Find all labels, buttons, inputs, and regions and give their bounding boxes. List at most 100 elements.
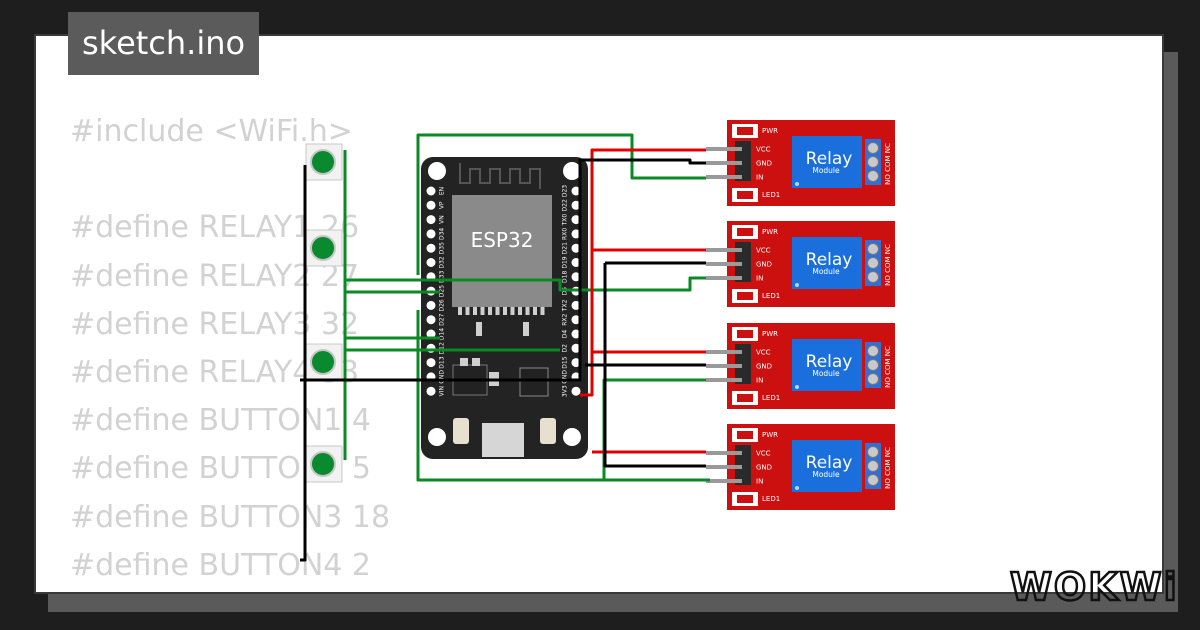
esp32-pin[interactable]: [426, 329, 436, 339]
esp32-pin-label: D21: [562, 242, 569, 254]
esp32-pin-label: GND: [439, 370, 446, 384]
pushbutton[interactable]: [305, 229, 343, 267]
esp32-pin[interactable]: [571, 343, 581, 353]
code-line: #define BUTTON1 4: [70, 403, 371, 439]
relay-pin-label: GND: [756, 160, 772, 168]
relay-body: [792, 237, 862, 289]
esp32-pin[interactable]: [426, 386, 436, 396]
esp32-pin-label: RX2: [562, 313, 569, 325]
terminal-screw[interactable]: [867, 271, 879, 283]
terminal-label: NC: [884, 447, 892, 459]
pushbutton[interactable]: [305, 343, 343, 381]
esp32-pin-label: TX0: [562, 214, 569, 227]
relay-pin[interactable]: [706, 451, 742, 455]
terminal-label: NO: [884, 478, 892, 489]
esp32-pin[interactable]: [426, 229, 436, 239]
esp32-pin[interactable]: [426, 258, 436, 267]
button-cap[interactable]: [310, 451, 336, 477]
terminal-screw[interactable]: [867, 243, 879, 255]
terminal-labels: NO COM NC: [884, 346, 892, 388]
relay-pin[interactable]: [706, 262, 742, 266]
esp32-pin[interactable]: [571, 329, 581, 339]
terminal-screw[interactable]: [867, 460, 879, 472]
relay-pin[interactable]: [706, 276, 742, 280]
pushbutton[interactable]: [305, 143, 343, 181]
usb-port: [482, 423, 524, 457]
en-button[interactable]: [453, 418, 469, 444]
relay-pin[interactable]: [706, 248, 742, 252]
relay-pin[interactable]: [706, 350, 742, 354]
pushbuttons: [305, 143, 343, 483]
terminal-screw[interactable]: [867, 359, 879, 371]
esp32-pin-label: RX0: [562, 228, 569, 240]
esp32-label: ESP32: [471, 228, 534, 252]
terminal-screw[interactable]: [867, 474, 879, 486]
esp32-pin[interactable]: [426, 300, 436, 310]
file-tab[interactable]: sketch.ino: [68, 12, 260, 75]
esp32-pin-label: D13: [439, 356, 446, 368]
esp32-pin-label: D33: [439, 270, 446, 282]
terminal-screw[interactable]: [867, 142, 879, 154]
relay-pin[interactable]: [706, 378, 742, 382]
esp32-pin-label: D4: [562, 330, 569, 339]
relay-subtitle: Module: [812, 369, 840, 378]
esp32-pin[interactable]: [571, 386, 581, 396]
relay-pin-label: GND: [756, 363, 772, 371]
esp32-pin[interactable]: [571, 243, 581, 253]
esp32-pin-label: VP: [439, 201, 446, 209]
esp32-pin[interactable]: [426, 358, 436, 368]
esp32-pin[interactable]: [571, 258, 581, 267]
esp32-pin[interactable]: [426, 215, 436, 225]
esp32-pin[interactable]: [426, 186, 436, 196]
relay-pin[interactable]: [706, 364, 742, 368]
esp32-pin[interactable]: [571, 215, 581, 225]
esp32-pin[interactable]: [571, 186, 581, 196]
esp32-pin-label: 3V3: [562, 385, 569, 397]
pushbutton[interactable]: [305, 445, 343, 483]
esp32-pin[interactable]: [571, 200, 581, 210]
esp32-pin-label: D19: [562, 256, 569, 268]
esp32-pin-label: VN: [439, 215, 446, 224]
relay-pin[interactable]: [706, 465, 742, 469]
relay-pin[interactable]: [706, 175, 742, 179]
terminal-screw[interactable]: [867, 257, 879, 269]
wokwi-logo: WOKWi: [1009, 564, 1178, 610]
esp32-pin[interactable]: [571, 315, 581, 325]
wire-vcc-relay1: [580, 148, 706, 397]
esp32-pin[interactable]: [571, 229, 581, 239]
esp32-pin[interactable]: [426, 315, 436, 325]
boot-button[interactable]: [540, 418, 556, 444]
wires: [300, 133, 710, 562]
terminal-screw[interactable]: [867, 345, 879, 357]
relay-pin[interactable]: [706, 161, 742, 165]
pwr-label: PWR: [762, 431, 778, 439]
esp32-pin[interactable]: [426, 200, 436, 210]
code-line: #define RELAY2 27: [70, 258, 360, 294]
relay-pin-label: IN: [756, 377, 763, 385]
relay-pin-label: VCC: [756, 247, 771, 255]
esp32-pin[interactable]: [571, 358, 581, 368]
esp32-pin[interactable]: [571, 300, 581, 310]
terminal-screw[interactable]: [867, 170, 879, 182]
relay-pin[interactable]: [706, 147, 742, 151]
esp32-pin-label: D34: [439, 228, 446, 240]
terminal-screw[interactable]: [867, 446, 879, 458]
esp32-pin-label: D14: [439, 328, 446, 340]
relay-pin[interactable]: [706, 479, 742, 483]
esp32-pin[interactable]: [571, 272, 581, 282]
button-cap[interactable]: [310, 149, 336, 175]
terminal-label: NO: [884, 174, 892, 185]
esp32-pin-label: GND: [562, 370, 569, 384]
terminal-screw[interactable]: [867, 156, 879, 168]
button-cap[interactable]: [310, 235, 336, 261]
esp32-board[interactable]: ESP32 ENVPVND34D35D32D33D25D26D27D14D12D…: [421, 157, 588, 459]
esp32-pin-label: D15: [562, 356, 569, 368]
esp32-pin[interactable]: [426, 243, 436, 253]
terminal-screw[interactable]: [867, 373, 879, 385]
button-cap[interactable]: [310, 349, 336, 375]
terminal-labels: NO COM NC: [884, 143, 892, 185]
